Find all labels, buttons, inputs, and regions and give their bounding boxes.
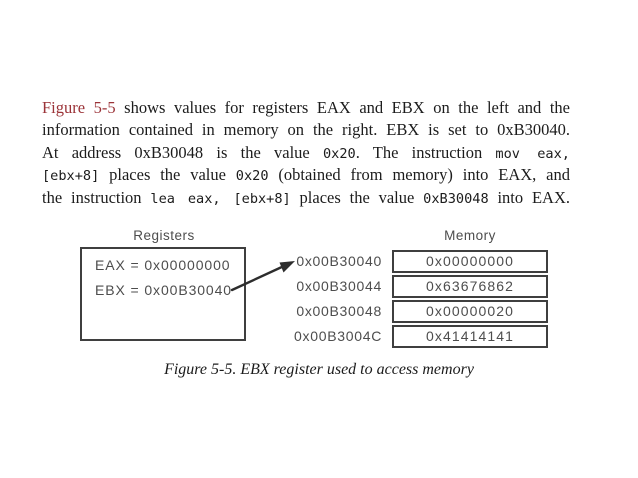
text-segment: At address 0xB30048 is the value — [42, 142, 323, 162]
registers-column-label: Registers — [133, 228, 195, 243]
arrow-shaft — [230, 264, 286, 292]
registers-box: EAX = 0x00000000 EBX = 0x00B30040 — [80, 247, 246, 341]
memory-cell: 0x00000000 — [392, 250, 548, 273]
code-segment: [ebx+8] — [42, 168, 100, 185]
text-segment: places the value — [99, 165, 236, 185]
register-ebx-row: EBX = 0x00B30040 — [95, 282, 232, 298]
arrow-head — [279, 261, 295, 273]
paragraph-line: the instruction lea eax, [ebx+8] places … — [42, 187, 570, 209]
memory-column-label: Memory — [444, 228, 496, 243]
paragraph-line: information contained in memory on the r… — [42, 119, 570, 141]
figure-5-5-reference: Figure 5-5 — [42, 98, 116, 117]
text-segment: into EAX. — [488, 187, 570, 207]
register-eax-row: EAX = 0x00000000 — [95, 257, 231, 273]
memory-address: 0x00B30040 — [296, 253, 382, 269]
code-segment: lea eax, [ebx+8] — [150, 190, 291, 207]
memory-address: 0x00B30044 — [296, 278, 382, 294]
memory-cell: 0x41414141 — [392, 325, 548, 348]
body-paragraph: Figure 5-5 shows values for registers EA… — [42, 97, 570, 209]
code-segment: 0xB30048 — [423, 190, 489, 207]
memory-address: 0x00B3004C — [294, 328, 382, 344]
text-segment: information contained in memory on the r… — [42, 120, 570, 140]
text-segment: places the value — [290, 187, 424, 207]
paragraph-line: Figure 5-5 shows values for registers EA… — [42, 97, 570, 119]
ebx-to-memory-arrow — [230, 261, 295, 292]
paragraph-line: [ebx+8] places the value 0x20 (obtained … — [42, 164, 570, 186]
memory-cell: 0x00000020 — [392, 300, 548, 323]
code-segment: mov eax, — [495, 145, 570, 162]
memory-address: 0x00B30048 — [296, 303, 382, 319]
code-segment: 0x20 — [235, 168, 269, 185]
text-segment: . The instruction — [355, 142, 496, 162]
text-segment: shows values for registers EAX and EBX o… — [115, 98, 571, 117]
text-segment: the instruction — [42, 187, 151, 207]
paragraph-line: At address 0xB30048 is the value 0x20. T… — [42, 142, 570, 164]
figure-caption: Figure 5-5. EBX register used to access … — [164, 361, 474, 378]
text-segment: (obtained from memory) into EAX, and — [268, 165, 570, 185]
code-segment: 0x20 — [322, 145, 356, 162]
memory-cell: 0x63676862 — [392, 275, 548, 298]
